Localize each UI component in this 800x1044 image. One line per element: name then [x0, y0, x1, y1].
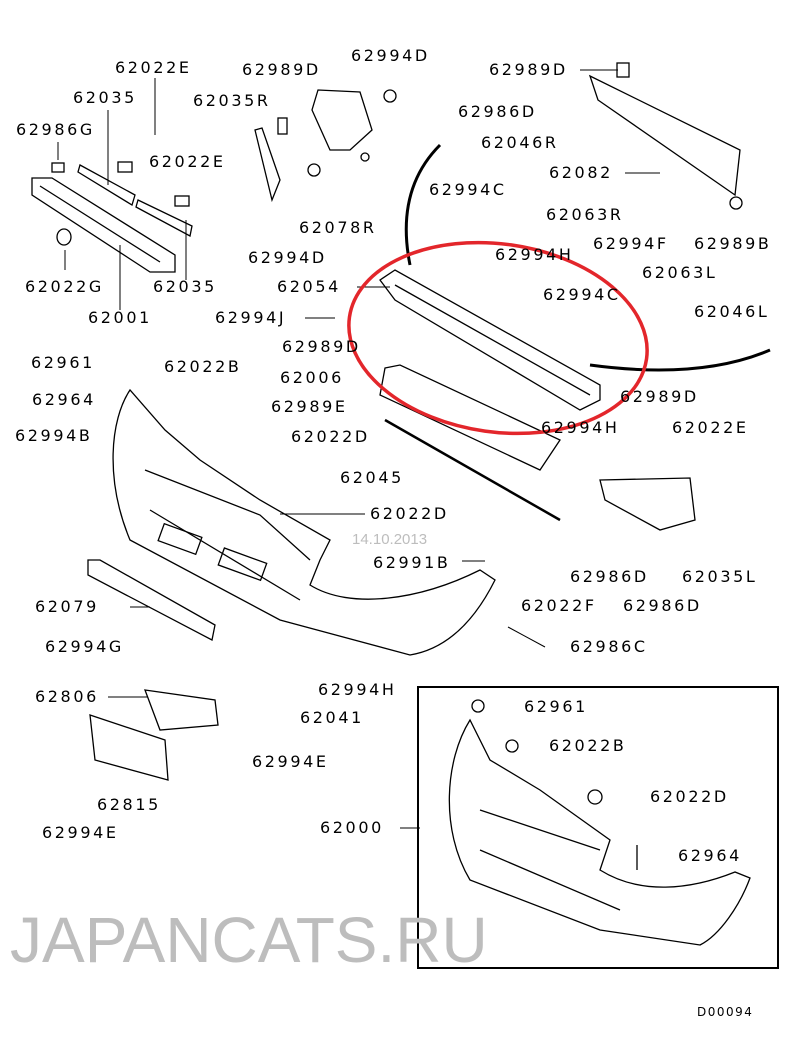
inset-callout[interactable]: 62961 — [524, 697, 588, 716]
callout[interactable]: 62022G — [25, 277, 104, 296]
callout[interactable]: 62994H — [541, 418, 620, 437]
callout[interactable]: 62961 — [31, 353, 95, 372]
callout[interactable]: 62063L — [642, 263, 718, 282]
callout[interactable]: 62994D — [351, 46, 430, 65]
callout[interactable]: 62986C — [570, 637, 648, 656]
upper-grille-62082 — [588, 62, 743, 210]
callout[interactable]: 62986D — [570, 567, 649, 586]
license-bracket-62806 — [144, 689, 219, 731]
callout[interactable]: 62994D — [248, 248, 327, 267]
callout[interactable]: 62986D — [458, 102, 537, 121]
side-molding-left — [589, 348, 771, 372]
callout[interactable]: 62989D — [282, 337, 361, 356]
reinforcement-62054 — [379, 269, 601, 411]
callout[interactable]: 62994C — [543, 285, 621, 304]
callout[interactable]: 62994H — [318, 680, 397, 699]
callout[interactable]: 62986G — [16, 120, 95, 139]
callout[interactable]: 62046L — [694, 302, 770, 321]
upper-bracket-62001 — [31, 164, 193, 273]
license-plate-62815 — [89, 714, 169, 781]
watermark-date: 14.10.2013 — [352, 531, 428, 548]
callout[interactable]: 62001 — [88, 308, 152, 327]
callout[interactable]: 62022D — [291, 427, 370, 446]
callout[interactable]: 62006 — [280, 368, 344, 387]
inset-bumper — [448, 699, 751, 946]
clips-left — [51, 89, 397, 246]
callout[interactable]: 62079 — [35, 597, 99, 616]
callout[interactable]: 62022B — [164, 357, 242, 376]
callout[interactable]: 62022D — [370, 504, 449, 523]
inset-callout[interactable]: 62964 — [678, 846, 742, 865]
callout[interactable]: 62035 — [153, 277, 217, 296]
callout[interactable]: 62035 — [73, 88, 137, 107]
inset-box — [417, 686, 779, 969]
highlight-ellipse — [347, 240, 649, 436]
callout[interactable]: 62082 — [549, 163, 613, 182]
callout[interactable]: 62035L — [682, 567, 758, 586]
callout[interactable]: 62035R — [193, 91, 271, 110]
callout[interactable]: 62989B — [694, 234, 772, 253]
side-molding-right — [404, 143, 442, 266]
lower-molding-62079 — [87, 559, 216, 641]
callout[interactable]: 62964 — [32, 390, 96, 409]
callout[interactable]: 62041 — [300, 708, 364, 727]
callout[interactable]: 62989E — [271, 397, 348, 416]
callout[interactable]: 62806 — [35, 687, 99, 706]
callout[interactable]: 62989D — [620, 387, 699, 406]
callout[interactable]: 62054 — [277, 277, 341, 296]
callout[interactable]: 62022E — [149, 152, 226, 171]
watermark-site: JAPANCATS.RU — [10, 904, 488, 976]
callout[interactable]: 62815 — [97, 795, 161, 814]
callout[interactable]: 62063R — [546, 205, 624, 224]
bumper-cover — [112, 388, 496, 656]
callout[interactable]: 62994E — [42, 823, 119, 842]
callout[interactable]: 62078R — [299, 218, 377, 237]
callout[interactable]: 62994J — [215, 308, 287, 327]
callout[interactable]: 62045 — [340, 468, 404, 487]
callout[interactable]: 62994H — [495, 245, 574, 264]
leader-lines — [57, 69, 660, 829]
callout[interactable]: 62046R — [481, 133, 559, 152]
molding-62045 — [384, 418, 561, 522]
callout[interactable]: 62989D — [242, 60, 321, 79]
callout[interactable]: 62994F — [593, 234, 669, 253]
inset-callout[interactable]: 62022D — [650, 787, 729, 806]
callout[interactable]: 62000 — [320, 818, 384, 837]
callout[interactable]: 62994B — [15, 426, 93, 445]
callout[interactable]: 62991B — [373, 553, 451, 572]
fog-grille-62035L — [599, 477, 696, 531]
diagram-code: D00094 — [697, 1005, 754, 1019]
lower-grille-62006 — [379, 364, 561, 471]
callout[interactable]: 62989D — [489, 60, 568, 79]
callout[interactable]: 62022E — [672, 418, 749, 437]
callout[interactable]: 62994E — [252, 752, 329, 771]
callout[interactable]: 62994C — [429, 180, 507, 199]
callout[interactable]: 62022E — [115, 58, 192, 77]
inset-callout[interactable]: 62022B — [549, 736, 627, 755]
callout[interactable]: 62986D — [623, 596, 702, 615]
callout[interactable]: 62994G — [45, 637, 124, 656]
callout[interactable]: 62022F — [521, 596, 597, 615]
